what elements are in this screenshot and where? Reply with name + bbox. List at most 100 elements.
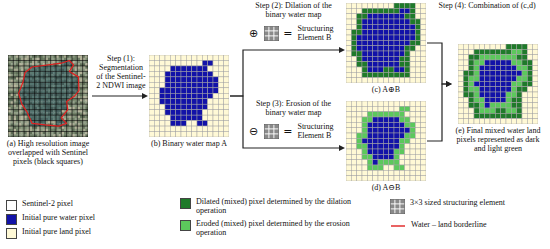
- pixel-cell: [362, 35, 367, 40]
- image-texture: [13, 93, 16, 96]
- pixel-cell: [373, 62, 378, 67]
- pixel-cell: [410, 67, 415, 72]
- pixel-cell: [170, 82, 175, 87]
- pixel-cell: [533, 71, 538, 76]
- pixel-cell: [533, 113, 538, 118]
- pixel-cell: [501, 49, 506, 54]
- pixel-cell: [351, 35, 356, 40]
- pixel-cell: [405, 56, 410, 61]
- pixel-cell: [165, 66, 170, 71]
- image-texture: [51, 71, 54, 74]
- image-texture: [8, 132, 11, 135]
- pixel-cell: [208, 82, 213, 87]
- pixel-cell: [357, 40, 362, 45]
- pixel-cell: [357, 138, 362, 143]
- pixel-cell: [421, 35, 426, 40]
- pixel-cell: [186, 60, 191, 65]
- legend-text: Water – land borderline: [411, 221, 487, 230]
- image-texture: [83, 126, 86, 129]
- pixel-cell: [415, 176, 420, 181]
- pixel-cell: [506, 108, 511, 113]
- panel-image: [458, 44, 538, 124]
- pixel-cell: [405, 62, 410, 67]
- image-texture: [72, 115, 75, 118]
- legend-line-sample: [390, 221, 406, 231]
- pixel-cell: [490, 65, 495, 70]
- image-texture: [85, 82, 88, 85]
- pixel-cell: [405, 72, 410, 77]
- pixel-cell: [346, 149, 351, 154]
- pixel-cell: [213, 104, 218, 109]
- pixel-cell: [469, 60, 474, 65]
- pixel-cell: [389, 30, 394, 35]
- pixel-cell: [362, 138, 367, 143]
- pixel-cell: [394, 122, 399, 127]
- legend-swatch: [6, 228, 17, 239]
- pixel-cell: [218, 82, 223, 87]
- pixel-cell: [501, 76, 506, 81]
- pixel-cell: [378, 122, 383, 127]
- panel-caption: (c) A⊕B: [345, 86, 427, 95]
- pixel-cell: [160, 66, 165, 71]
- pixel-cell: [154, 110, 159, 115]
- pixel-cell: [351, 3, 356, 8]
- pixel-cell: [170, 126, 175, 131]
- element-cell: [264, 124, 269, 129]
- image-texture: [56, 88, 59, 91]
- pixel-cell: [165, 132, 170, 137]
- pixel-cell: [357, 133, 362, 138]
- pixel-cell: [469, 55, 474, 60]
- pixel-cell: [383, 40, 388, 45]
- pixel-cell: [362, 30, 367, 35]
- pixel-cell: [389, 106, 394, 111]
- pixel-cell: [399, 14, 404, 19]
- element-cell: [274, 36, 279, 41]
- pixel-cell: [351, 106, 356, 111]
- pixel-cell: [373, 128, 378, 133]
- pixel-cell: [373, 72, 378, 77]
- pixel-cell: [357, 170, 362, 175]
- image-texture: [83, 132, 86, 135]
- pixel-cell: [224, 99, 229, 104]
- pixel-cell: [501, 113, 506, 118]
- pixel-cell: [506, 92, 511, 97]
- element-cell: [400, 204, 405, 209]
- pixel-cell: [506, 87, 511, 92]
- image-texture: [24, 121, 27, 124]
- image-texture: [45, 55, 48, 58]
- pixel-cell: [357, 24, 362, 29]
- image-texture: [29, 126, 32, 129]
- pixel-cell: [346, 30, 351, 35]
- pixel-cell: [373, 51, 378, 56]
- pixel-cell: [479, 97, 484, 102]
- pixel-cell: [346, 122, 351, 127]
- pixel-cell: [351, 128, 356, 133]
- operator-symbol: ⊕: [249, 28, 258, 39]
- pixel-cell: [421, 51, 426, 56]
- pixel-cell: [346, 170, 351, 175]
- image-texture: [40, 60, 43, 63]
- image-texture: [83, 71, 86, 74]
- element-cell: [395, 199, 400, 204]
- image-texture: [67, 77, 70, 80]
- pixel-cell: [389, 176, 394, 181]
- pixel-cell: [160, 60, 165, 65]
- image-texture: [35, 71, 38, 74]
- pixel-cell: [165, 93, 170, 98]
- pixel-cell: [405, 176, 410, 181]
- pixel-cell: [522, 108, 527, 113]
- step-label: Step (3): Erosion of the binary water ma…: [246, 100, 341, 118]
- image-texture: [72, 121, 75, 124]
- pixel-cell: [224, 71, 229, 76]
- pixel-cell: [501, 44, 506, 49]
- pixel-cell: [389, 62, 394, 67]
- pixel-cell: [511, 81, 516, 86]
- image-texture: [51, 104, 54, 107]
- pixel-cell: [378, 56, 383, 61]
- pixel-cell: [522, 119, 527, 124]
- pixel-cell: [394, 40, 399, 45]
- image-texture: [61, 126, 64, 129]
- pixel-cell: [415, 78, 420, 83]
- pixel-cell: [399, 106, 404, 111]
- pixel-cell: [421, 133, 426, 138]
